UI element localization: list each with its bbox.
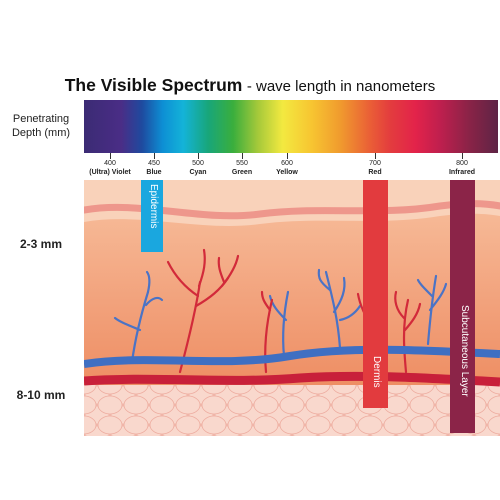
tick-400 (110, 153, 111, 159)
tick-800 (462, 153, 463, 159)
title-subtitle: - wave length in nanometers (246, 78, 436, 95)
depth-label-deep: 8-10 mm (16, 388, 66, 402)
penetrating-depth-line-1: Penetrating (12, 113, 70, 125)
tick-550 (242, 153, 243, 159)
skin-cross-section (84, 180, 500, 436)
epidermis-beam (141, 180, 163, 252)
dermis-label: Dermis (371, 356, 382, 388)
wavelength-400: 400(Ultra) Violet (89, 160, 131, 176)
main-artery (84, 371, 500, 387)
tick-500 (198, 153, 199, 159)
title-main: The Visible Spectrum (64, 75, 243, 95)
tick-600 (287, 153, 288, 159)
depth-label-shallow: 2-3 mm (19, 237, 63, 251)
subcutaneous-fat-layer (84, 385, 500, 436)
epidermis-label: Epidermis (148, 184, 159, 229)
penetrating-depth-line-2: Depth (mm) (11, 127, 71, 139)
subcutaneous-layer-label: Subcutaneous Layer (459, 305, 470, 397)
veins-branches (113, 268, 448, 364)
dermis-beam (363, 180, 388, 408)
penetrating-depth-label: Penetrating Depth (mm) (0, 112, 82, 140)
diagram-title: The Visible Spectrum - wave length in na… (0, 75, 500, 96)
main-vein (84, 345, 500, 368)
tick-450 (154, 153, 155, 159)
tick-700 (375, 153, 376, 159)
subcutaneous-beam (450, 180, 475, 433)
spectrum-bar (84, 100, 498, 153)
